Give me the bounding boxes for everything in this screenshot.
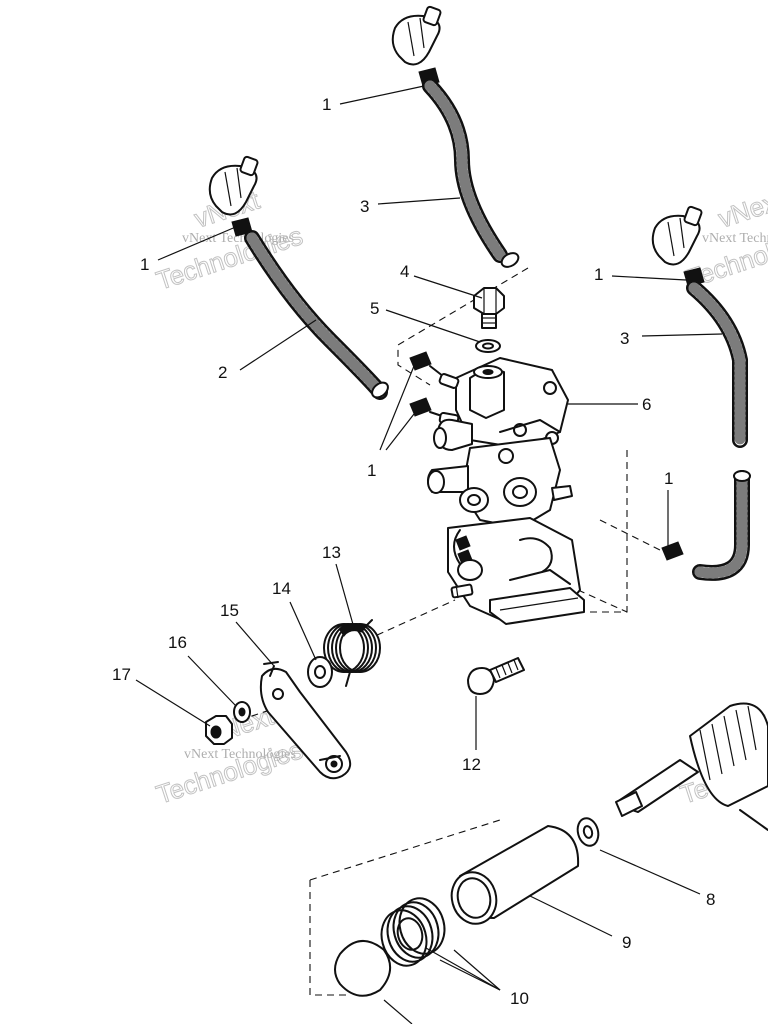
callout-4: 4 — [400, 262, 409, 281]
callout-3-right: 3 — [620, 329, 629, 348]
springs-10 — [380, 897, 446, 967]
callout-1-right: 1 — [594, 265, 603, 284]
callout-10: 10 — [510, 989, 529, 1008]
thrust-washer-8 — [576, 817, 600, 847]
hose-right-lower — [692, 470, 751, 581]
callout-1-pump: 1 — [367, 461, 376, 480]
banjo-bolt — [473, 287, 505, 329]
hose-top-center — [422, 78, 520, 268]
elbow-fitting-right — [651, 205, 705, 287]
callout-1-top: 1 — [322, 95, 331, 114]
leader-lines — [135, 85, 723, 1024]
drive-gear-shaft — [615, 702, 768, 831]
callout-15: 15 — [220, 601, 239, 620]
callout-14: 14 — [272, 579, 291, 598]
callout-1-lower-right: 1 — [664, 469, 673, 488]
callout-1-left: 1 — [140, 255, 149, 274]
lock-washer-16 — [233, 701, 251, 723]
callout-3-top: 3 — [360, 197, 369, 216]
elbow-fitting-top — [391, 5, 442, 87]
snap-ring — [334, 940, 391, 997]
flat-washer-14 — [307, 656, 333, 688]
callout-2: 2 — [218, 363, 227, 382]
svg-text:vNext Technologies: vNext Technologies — [702, 231, 768, 246]
svg-text:Technologies: Technologies — [153, 734, 307, 809]
svg-text:vNext Technologies: vNext Technologies — [182, 231, 294, 246]
sealing-washer — [475, 339, 501, 353]
callout-16: 16 — [168, 633, 187, 652]
hex-nut-17 — [205, 715, 233, 745]
callout-12: 12 — [462, 755, 481, 774]
clamp-right — [661, 541, 684, 561]
callout-8: 8 — [706, 890, 715, 909]
callout-17: 17 — [112, 665, 131, 684]
callout-9: 9 — [622, 933, 631, 952]
callout-13: 13 — [322, 543, 341, 562]
sleeve-9 — [450, 825, 580, 925]
hose-right-upper — [686, 280, 748, 448]
svg-text:vNext: vNext — [715, 184, 768, 233]
return-spring — [323, 619, 381, 687]
svg-text:vNext Technologies: vNext Technologies — [184, 747, 296, 762]
callout-5: 5 — [370, 299, 379, 318]
hose-left — [244, 230, 389, 400]
control-lever — [259, 661, 352, 780]
flange-bolt-12 — [467, 657, 525, 695]
callout-labels: 1 1 1 1 1 2 3 3 4 5 6 8 9 10 12 13 14 15… — [112, 95, 715, 1008]
oil-pump-body — [427, 357, 585, 625]
elbow-fitting-left — [208, 155, 259, 237]
callout-6: 6 — [642, 395, 651, 414]
